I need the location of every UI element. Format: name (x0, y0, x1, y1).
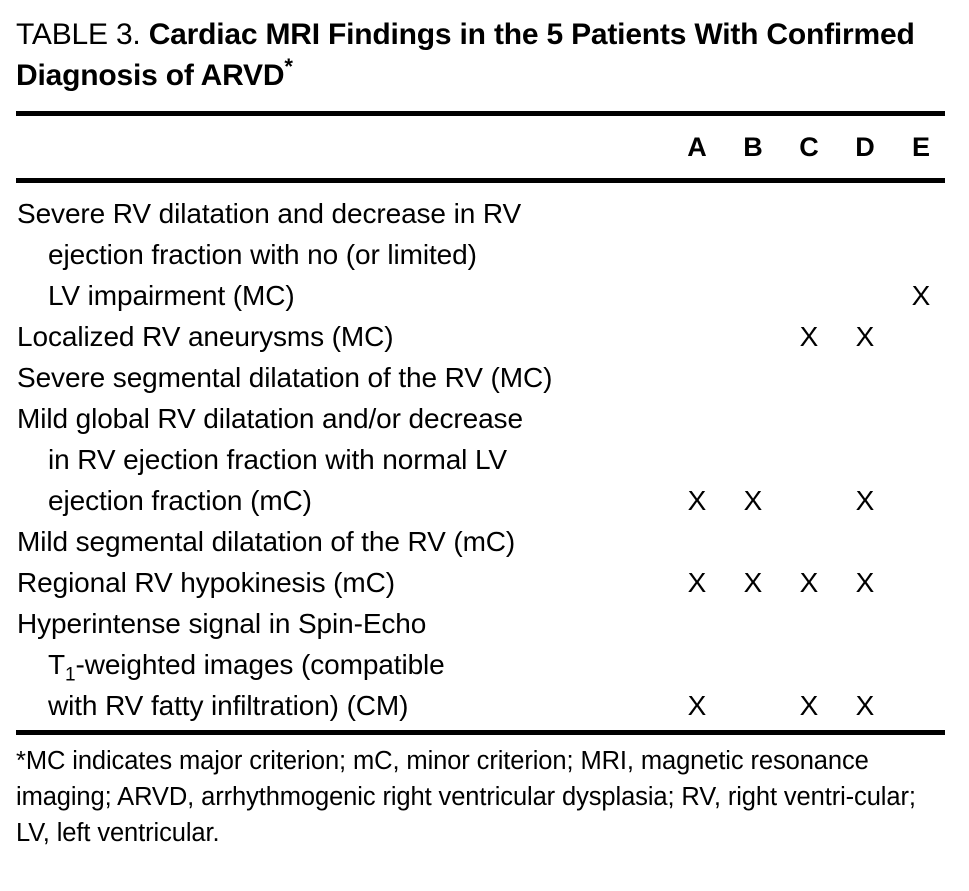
mark-c: X (799, 321, 819, 352)
table-header-row: A B C D E (0, 116, 969, 178)
finding-label: Severe RV dilatation and decrease in RV … (17, 198, 522, 311)
mark-a: X (687, 567, 707, 598)
table-row: Localized RV aneurysms (MC) X X (0, 316, 969, 357)
mark-d: X (855, 567, 875, 598)
table-row: Regional RV hypokinesis (mC) X X X X (0, 562, 969, 603)
subscript: 1 (65, 664, 76, 686)
finding-label: Mild global RV dilatation and/or decreas… (17, 403, 523, 516)
mark-a: X (687, 690, 707, 721)
table-footnote: *MC indicates major criterion; mC, minor… (16, 747, 916, 847)
column-header-d: D (855, 132, 875, 162)
table-row: Hyperintense signal in Spin-Echo T1-weig… (0, 603, 969, 726)
mark-c: X (799, 567, 819, 598)
table-row: Mild segmental dilatation of the RV (mC) (0, 521, 969, 562)
table-row: Severe segmental dilatation of the RV (M… (0, 357, 969, 398)
mark-d: X (855, 321, 875, 352)
column-header-a: A (687, 132, 707, 162)
table-row: Mild global RV dilatation and/or decreas… (0, 398, 969, 521)
finding-label: Severe segmental dilatation of the RV (M… (17, 362, 553, 393)
table-body: Severe RV dilatation and decrease in RV … (0, 183, 969, 730)
table-row: Severe RV dilatation and decrease in RV … (0, 193, 969, 316)
rule-bottom (16, 730, 945, 735)
table-title-text: Cardiac MRI Findings in the 5 Patients W… (16, 18, 915, 92)
finding-label: Mild segmental dilatation of the RV (mC) (17, 526, 516, 557)
column-header-c: C (799, 132, 819, 162)
table-title-footnote-marker: * (284, 54, 293, 79)
findings-rows: Severe RV dilatation and decrease in RV … (0, 193, 969, 726)
mark-c: X (799, 690, 819, 721)
finding-label: Hyperintense signal in Spin-Echo T1-weig… (17, 608, 445, 721)
column-header-e: E (911, 132, 930, 162)
mark-d: X (855, 485, 875, 516)
mark-e: X (911, 280, 931, 311)
mark-d: X (855, 690, 875, 721)
rule-top (16, 111, 945, 116)
finding-label: Regional RV hypokinesis (mC) (17, 567, 395, 598)
rule-header (16, 178, 945, 183)
table-title-number: TABLE 3. (16, 18, 141, 51)
mark-b: X (743, 485, 763, 516)
mark-a: X (687, 485, 707, 516)
column-header-b: B (743, 132, 763, 162)
finding-label: Localized RV aneurysms (MC) (17, 321, 394, 352)
table-title: TABLE 3. Cardiac MRI Findings in the 5 P… (0, 0, 969, 96)
mark-b: X (743, 567, 763, 598)
